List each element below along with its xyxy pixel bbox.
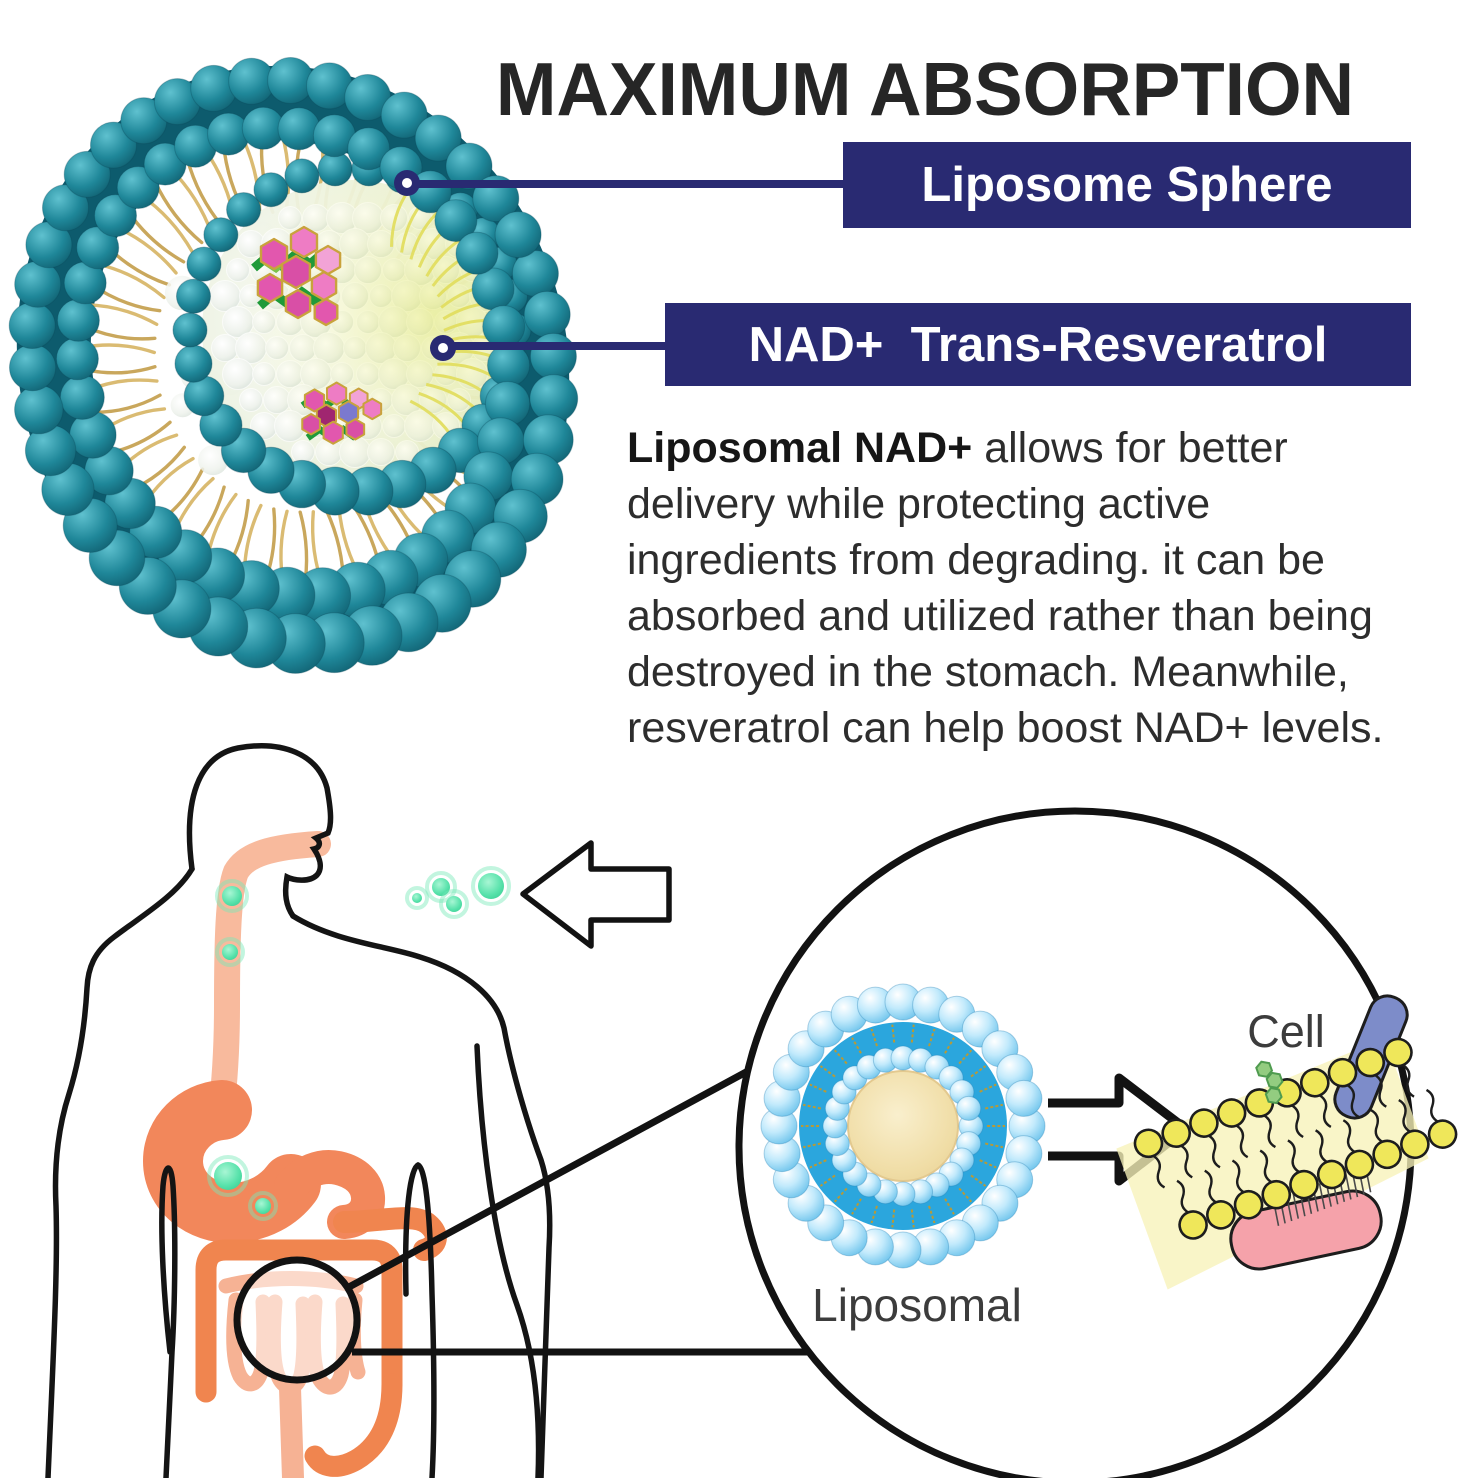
description-line: destroyed in the stomach. Meanwhile, bbox=[627, 648, 1349, 696]
description-line: absorbed and utilized rather than being bbox=[627, 592, 1373, 640]
nad-trans-label: NAD+ Trans-Resveratrol bbox=[748, 317, 1328, 372]
description-line: Liposomal NAD+ allows for better bbox=[627, 424, 1288, 472]
liposome-sphere-label: Liposome Sphere bbox=[921, 158, 1333, 212]
cell-membrane-bilayer bbox=[1133, 1037, 1458, 1240]
green-particles bbox=[207, 866, 511, 1221]
molecule-cluster bbox=[300, 381, 383, 445]
left-shoulder bbox=[45, 866, 195, 1478]
esophagus bbox=[208, 831, 331, 1125]
callout-label-liposome-sphere: Liposome Sphere bbox=[843, 142, 1411, 228]
cell-label: Cell bbox=[1247, 1006, 1325, 1057]
molecule-cluster bbox=[251, 225, 342, 327]
callout-line-liposome-sphere bbox=[394, 170, 845, 196]
description-line: ingredients from degrading. it can be bbox=[627, 536, 1325, 584]
zoom-connector-lines bbox=[347, 1067, 809, 1356]
green-molecule-icon bbox=[1265, 1071, 1284, 1089]
description-line: resveratrol can help boost NAD+ levels. bbox=[627, 704, 1384, 752]
callout-line-nad-trans bbox=[430, 335, 667, 361]
page-title: MAXIMUM ABSORPTION bbox=[495, 47, 1355, 132]
liposomal-label: Liposomal bbox=[812, 1279, 1022, 1331]
head-profile bbox=[186, 743, 334, 919]
liposome-diagram bbox=[760, 983, 1046, 1269]
magnifier-circle-icon bbox=[233, 1256, 361, 1384]
human-figure-outline bbox=[45, 743, 553, 1478]
right-shoulder bbox=[290, 913, 553, 1478]
description-line: delivery while protecting active bbox=[627, 480, 1211, 528]
liposome-core-contents bbox=[202, 180, 502, 480]
green-molecule-icon bbox=[1255, 1060, 1274, 1078]
membrane-base-pink bbox=[1229, 1189, 1383, 1271]
arrow-left-icon bbox=[520, 840, 672, 949]
liposome-outer-bead-rings bbox=[8, 57, 579, 674]
description-text: Liposomal NAD+ allows for better deliver… bbox=[627, 420, 1473, 756]
callout-label-nad-trans: NAD+ Trans-Resveratrol bbox=[665, 303, 1411, 386]
green-molecule-icon bbox=[1264, 1086, 1283, 1105]
